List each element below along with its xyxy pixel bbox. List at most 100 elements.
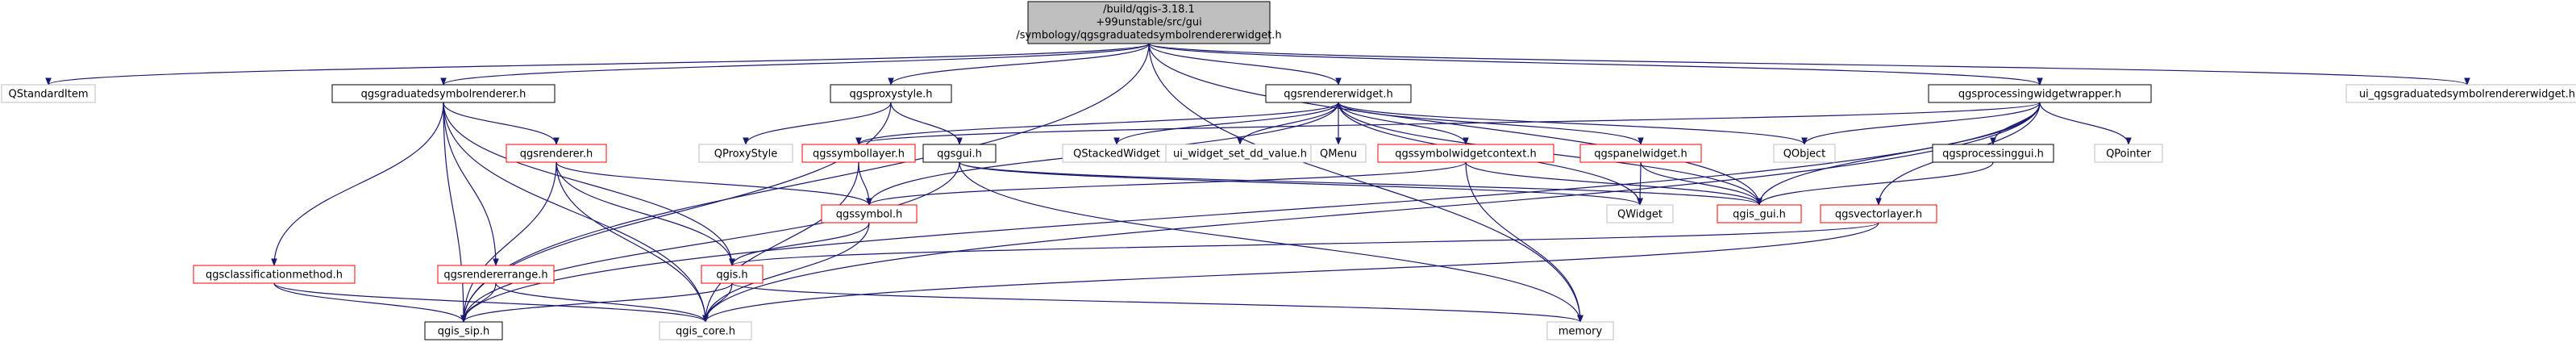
node-box [1932, 144, 2054, 163]
node-box [1717, 204, 1802, 223]
node-box [1606, 204, 1674, 223]
root-node[interactable]: /build/qgis-3.18.1+99unstable/src/gui/sy… [1016, 1, 1282, 44]
edge-root-to-qstandarditem [45, 43, 1150, 86]
node-graduatedrenderer-h[interactable]: qgsgraduatedsymbolrenderer.h [331, 84, 556, 103]
edge-classificationmethod_h-to-qgis_core_h [273, 282, 709, 323]
node-qobject[interactable]: QObject [1773, 144, 1836, 163]
edge-proxystyle_h-to-qgsgui_h [890, 102, 963, 145]
dependency-edges [45, 43, 2470, 323]
node-qproxystyle[interactable]: QProxyStyle [698, 144, 793, 163]
node-renderer-h[interactable]: qgsrenderer.h [506, 144, 607, 163]
edge-rendererwidget_h-to-panelwidget_h [1338, 102, 1644, 145]
node-label: QPointer [2106, 148, 2152, 161]
edge-graduatedrenderer_h-to-rendererrange_h [443, 102, 499, 266]
node-box [1377, 144, 1554, 163]
edge-qgsgui_h-to-memory [959, 161, 1583, 323]
root-label-line: /build/qgis-3.18.1 [1103, 4, 1195, 16]
node-label: qgsgraduatedsymbolrenderer.h [361, 89, 526, 101]
edge-graduatedrenderer_h-to-qgis_core_h [443, 102, 709, 323]
node-box [1, 84, 96, 103]
node-ui-widget-set-dd-value-h[interactable]: ui_widget_set_dd_value.h [1165, 144, 1315, 163]
node-qpointer[interactable]: QPointer [2094, 144, 2163, 163]
node-box [437, 265, 555, 284]
edge-rendererwidget_h-to-ui_widget_set_dd_value_h [1237, 102, 1339, 145]
edge-qgsgui_h-to-qgis_sip_h [460, 161, 960, 323]
edge-qgsgui_h-to-qgis_gui_h [959, 161, 1762, 206]
node-label: memory [1559, 326, 1603, 338]
node-label: qgsclassificationmethod.h [206, 269, 343, 282]
edge-graduatedrenderer_h-to-qgis_sip_h [443, 102, 467, 323]
edge-processingwidgetwrapper_h-to-qobject [1801, 102, 2041, 145]
node-box [698, 144, 793, 163]
node-box [801, 144, 916, 163]
node-box [1310, 144, 1367, 163]
edge-vectorlayer_h-to-qgis_h [729, 222, 1879, 266]
node-label: qgis_gui.h [1733, 209, 1786, 221]
node-label: ui_qgsgraduatedsymbolrendererwidget.h [2359, 89, 2575, 101]
node-box [659, 321, 752, 340]
node-qgis-h[interactable]: qgis.h [701, 265, 764, 284]
edge-qgis_h-to-qgis_core_h [702, 282, 733, 323]
node-qgis-gui-h[interactable]: qgis_gui.h [1717, 204, 1802, 223]
node-processingwidgetwrapper-h[interactable]: qgsprocessingwidgetwrapper.h [1928, 84, 2152, 103]
node-label: qgis_sip.h [438, 326, 489, 338]
node-label: qgssymbollayer.h [813, 148, 905, 161]
edge-symbol_h-to-qgis_h [729, 222, 870, 266]
edge-qgsgui_h-to-qwidget [959, 161, 1643, 206]
edge-root-to-graduatedrenderer_h [440, 43, 1150, 86]
node-label: qgspanelwidget.h [1594, 148, 1688, 161]
node-box [1773, 144, 1836, 163]
node-box [424, 321, 503, 340]
node-symbolwidgetcontext-h[interactable]: qgssymbolwidgetcontext.h [1377, 144, 1554, 163]
node-qwidget[interactable]: QWidget [1606, 204, 1674, 223]
edge-rendererwidget_h-to-qobject [1338, 102, 1808, 145]
node-qmenu[interactable]: QMenu [1310, 144, 1367, 163]
edge-root-to-proxystyle_h [888, 43, 1150, 86]
node-box [922, 144, 997, 163]
node-label: ui_widget_set_dd_value.h [1173, 148, 1307, 161]
node-symbol-h[interactable]: qgssymbol.h [821, 204, 918, 223]
node-box [821, 204, 918, 223]
edge-graduatedrenderer_h-to-qgis_h [443, 102, 735, 266]
node-box [1027, 1, 1271, 44]
node-qstackedwidget[interactable]: QStackedWidget [1062, 144, 1171, 163]
edge-root-to-qgis_gui_h [1148, 43, 1762, 206]
node-label: qgssymbol.h [836, 209, 903, 221]
edge-symbol_h-to-qgis_core_h [702, 222, 870, 323]
node-label: qgsrenderer.h [520, 148, 593, 161]
edge-symbolwidgetcontext_h-to-memory [1465, 161, 1583, 323]
node-rendererrange-h[interactable]: qgsrendererrange.h [437, 265, 555, 284]
node-memory[interactable]: memory [1546, 321, 1614, 340]
root-label-line: /symbology/qgsgraduatedsymbolrendererwid… [1016, 30, 1281, 42]
node-box [1820, 204, 1937, 223]
node-qgis-core-h[interactable]: qgis_core.h [659, 321, 752, 340]
node-proxystyle-h[interactable]: qgsproxystyle.h [830, 84, 952, 103]
node-label: qgsprocessingwidgetwrapper.h [1958, 89, 2121, 101]
root-label-line: +99unstable/src/gui [1096, 17, 1201, 29]
edge-root-to-qgis_sip_h [460, 43, 1150, 323]
node-qgsgui-h[interactable]: qgsgui.h [922, 144, 997, 163]
edge-processingwidgetwrapper_h-to-symbollayer_h [855, 102, 2041, 145]
edge-processinggui_h-to-qgis_gui_h [1756, 161, 1994, 206]
edge-symbollayer_h-to-qgis_core_h [702, 161, 859, 323]
node-ui-widget-h[interactable]: ui_qgsgraduatedsymbolrendererwidget.h [2345, 84, 2576, 103]
node-symbollayer-h[interactable]: qgssymbollayer.h [801, 144, 916, 163]
node-box [2345, 84, 2576, 103]
edge-root-to-memory [1148, 43, 1583, 323]
node-box [1546, 321, 1614, 340]
edge-renderer_h-to-symbol_h [556, 161, 872, 206]
node-rendererwidget-h[interactable]: qgsrendererwidget.h [1265, 84, 1412, 103]
edge-root-to-rendererwidget_h [1148, 43, 1342, 86]
node-classificationmethod-h[interactable]: qgsclassificationmethod.h [193, 265, 356, 284]
edge-vectorlayer_h-to-qgis_core_h [702, 222, 1879, 323]
node-label: qgsprocessinggui.h [1942, 148, 2044, 161]
node-vectorlayer-h[interactable]: qgsvectorlayer.h [1820, 204, 1937, 223]
node-panelwidget-h[interactable]: qgspanelwidget.h [1579, 144, 1702, 163]
node-processinggui-h[interactable]: qgsprocessinggui.h [1932, 144, 2054, 163]
node-qgis-sip-h[interactable]: qgis_sip.h [424, 321, 503, 340]
node-qstandarditem[interactable]: QStandardItem [1, 84, 96, 103]
node-label: QStandardItem [9, 89, 89, 101]
edge-renderer_h-to-qgis_core_h [556, 161, 709, 323]
node-label: qgsproxystyle.h [849, 89, 932, 101]
